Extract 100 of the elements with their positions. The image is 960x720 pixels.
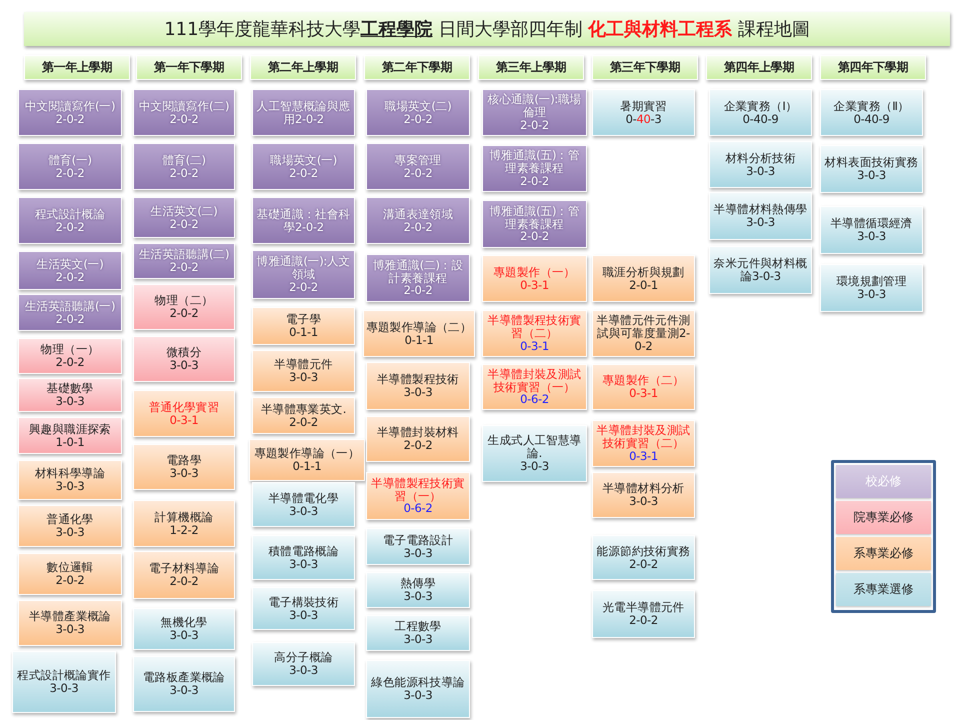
course-box	[249, 439, 365, 481]
course-name: 半導體產業概論	[29, 610, 111, 623]
course-box	[366, 572, 470, 608]
course-box	[709, 89, 812, 136]
course-name: 半導體製程技術實習（一）	[370, 476, 466, 502]
course-credits: 1-0-1	[56, 436, 84, 448]
course-box	[18, 505, 122, 547]
course-credits: 2-0-2	[520, 118, 549, 132]
course-credits: 2-0-2	[56, 356, 84, 369]
course-credits: 3-0-3	[857, 230, 886, 243]
course-credits: 2-0-2	[520, 174, 549, 188]
course-box	[133, 143, 235, 190]
course-box	[252, 143, 355, 190]
course-credits: 2-0-2	[289, 280, 318, 294]
course-credits: 0-1-1	[292, 460, 322, 473]
course-name: 無機化學	[160, 616, 208, 629]
course-box	[592, 255, 695, 302]
course-name: 程式設計概論	[34, 208, 106, 220]
course-box	[592, 364, 695, 410]
course-name: 體育(二)	[162, 154, 206, 166]
course-box	[18, 89, 122, 136]
course-credits: 0-3-1	[629, 387, 658, 400]
course-box	[366, 660, 470, 718]
legend-item: 系專業必修	[836, 537, 931, 570]
course-credits: 3-0-3	[404, 590, 432, 603]
course-box	[133, 444, 235, 490]
course-name: 中文閱讀寫作(二)	[138, 100, 230, 112]
course-name: 生成式人工智慧導論.	[486, 434, 582, 460]
course-box	[482, 425, 587, 482]
course-box	[592, 420, 695, 467]
course-name: 半導體材料分析	[602, 482, 684, 495]
course-name: 電路學	[166, 454, 202, 467]
course-name: 光電半導體元件	[602, 601, 684, 614]
course-name: 企業實務（Ⅰ）	[724, 100, 798, 112]
course-name: 生活英語聽講(一)	[24, 300, 116, 312]
course-credits: 3-0-3	[50, 682, 78, 695]
course-box	[133, 551, 235, 599]
course-name: 材料科學導論	[34, 467, 106, 480]
course-name: 電子材料導論	[148, 562, 220, 575]
course-credits: 3-0-3	[56, 526, 84, 539]
course-credits: 2-0-1	[629, 278, 658, 292]
course-name: 物理（一）	[40, 343, 100, 356]
course-name: 電路板產業概論	[143, 671, 225, 684]
course-box	[592, 472, 695, 518]
course-box	[366, 528, 470, 565]
course-credits: 3-0-3	[289, 558, 318, 570]
course-credits: 2-0-2	[629, 614, 658, 627]
course-box	[133, 500, 235, 547]
course-name: 專題製作導論（一）	[254, 447, 360, 460]
course-name: 職場英文(一)	[270, 154, 337, 166]
course-box	[252, 642, 355, 686]
course-box	[133, 243, 235, 279]
course-credits: 3-0-3	[404, 689, 432, 702]
course-box	[133, 89, 235, 136]
course-box	[133, 336, 235, 382]
course-box	[252, 397, 355, 434]
course-box	[363, 310, 475, 357]
course-box	[18, 338, 122, 374]
course-box	[18, 460, 122, 500]
course-name: 能源節約技術實務2-0-2	[596, 544, 692, 570]
course-box	[820, 206, 923, 254]
course-credits: 3-0-3	[170, 629, 198, 642]
course-box	[482, 364, 587, 410]
legend-item: 校必修	[836, 465, 931, 498]
course-credits: 3-0-3	[56, 623, 84, 636]
course-box	[133, 284, 235, 330]
semester-header: 第二年下學期	[364, 55, 470, 80]
course-name: 環境規劃管理	[836, 275, 907, 288]
course-box	[366, 615, 470, 651]
course-name: 電子學	[286, 313, 322, 326]
semester-header: 第一年上學期	[24, 55, 130, 80]
course-credits: 0-40-9	[742, 112, 778, 126]
course-name: 普通化學	[46, 513, 94, 526]
course-credits: 0-3-1	[520, 340, 549, 353]
course-credits: 0-3-1	[629, 450, 658, 463]
course-name: 基礎數學	[46, 382, 94, 395]
course-box	[482, 255, 587, 302]
course-credits: 3-0-3	[404, 546, 432, 560]
course-box	[18, 553, 122, 595]
course-name: 博雅通識(五)：管理素養課程	[488, 149, 581, 175]
course-credits: 3-0-3	[746, 164, 775, 178]
course-box	[252, 250, 355, 299]
course-box	[133, 608, 235, 650]
course-box	[482, 200, 587, 248]
course-name: 數位邏輯	[46, 561, 94, 574]
course-name: 人工智慧概論與應用2-0-2	[256, 100, 352, 126]
course-credits: 0-6-2	[404, 502, 432, 516]
course-box	[18, 251, 122, 290]
course-credits: 2-0-2	[170, 112, 198, 126]
course-credits: 3-0-3	[170, 467, 198, 480]
course-credits: 3-0-3	[56, 480, 84, 493]
course-name: 普通化學實習	[148, 400, 220, 414]
course-name: 計算機概論	[154, 510, 214, 524]
course-box	[252, 587, 355, 630]
course-box	[482, 145, 587, 192]
semester-header: 第一年下學期	[136, 55, 242, 80]
title: 111學年度龍華科技大學工程學院 日間大學部四年制 化工與材料工程系 課程地圖	[164, 18, 810, 41]
course-name: 興趣與職涯探索	[29, 422, 111, 436]
course-box	[133, 656, 235, 712]
course-credits: 2-0-2	[56, 220, 84, 234]
